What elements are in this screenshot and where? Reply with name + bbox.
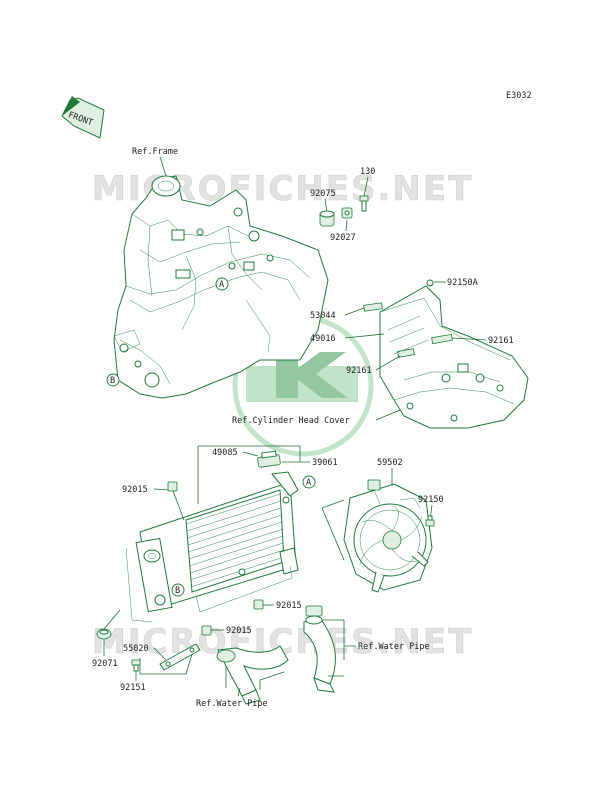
callout-b-frame: B (106, 373, 120, 387)
part-92015-a-label: 92015 (122, 485, 148, 495)
front-arrow-icon: FRONT (61, 96, 105, 139)
part-92027-label: 92027 (330, 233, 356, 243)
bushing-92075-icon (319, 210, 335, 227)
bolt-92151-icon (131, 659, 141, 672)
part-92151-label: 92151 (120, 683, 146, 693)
bolt-130-icon (359, 195, 369, 212)
svg-text:B: B (110, 376, 115, 386)
bolt-92150-icon (425, 515, 435, 527)
ref-cylinder-head-cover-label: Ref.Cylinder Head Cover (232, 416, 350, 426)
callout-a-frame: A (215, 277, 229, 291)
svg-text:B: B (175, 586, 180, 596)
svg-text:A: A (306, 478, 311, 488)
part-92075-label: 92075 (310, 189, 336, 199)
cylinder-head-cover-illustration (363, 279, 529, 429)
part-92071-label: 92071 (92, 659, 118, 669)
grommet-92015-c-icon (201, 625, 212, 636)
callout-a-radiator: A (302, 475, 316, 489)
grommet-92015-b-icon (253, 599, 264, 610)
part-92015-b-label: 92015 (276, 601, 302, 611)
part-49016-label: 49016 (310, 334, 336, 344)
ref-frame-label: Ref.Frame (132, 147, 178, 157)
callout-b-radiator: B (171, 583, 185, 597)
lower-water-hose-illustration (216, 645, 289, 705)
hose-clamp-upper-icon (305, 605, 323, 617)
ref-water-pipe-right-label: Ref.Water Pipe (358, 642, 430, 652)
ref-water-pipe-bottom-label: Ref.Water Pipe (196, 699, 268, 709)
fan-connector-icon (367, 479, 381, 491)
grommet-92015-a-icon (167, 481, 178, 492)
cooling-fan-illustration (343, 479, 433, 593)
part-130-label: 130 (360, 167, 375, 177)
part-59502-label: 59502 (377, 458, 403, 468)
hose-clamp-lower-icon (216, 649, 236, 663)
part-92161-a-label: 92161 (488, 336, 514, 346)
part-92015-c-label: 92015 (226, 626, 252, 636)
part-39061-label: 39061 (312, 458, 338, 468)
part-92150A-label: 92150A (447, 278, 478, 288)
radiator-core-fins (185, 493, 285, 588)
svg-text:A: A (219, 280, 224, 290)
part-49085-label: 49085 (212, 448, 238, 458)
part-53044-label: 53044 (310, 311, 336, 321)
bushing-92071-icon (96, 628, 112, 640)
radiator-illustration (125, 471, 299, 623)
watermark-bottom: MICROFICHES.NET (92, 622, 473, 662)
part-55020-label: 55020 (123, 644, 149, 654)
radiator-cap-49085-icon (257, 450, 281, 468)
upper-water-hose-illustration (303, 605, 336, 693)
diagram-code: E3032 (506, 91, 532, 101)
part-92150-label: 92150 (418, 495, 444, 505)
bracket-55020-icon (159, 643, 201, 671)
collar-92027-icon (341, 207, 353, 219)
part-92161-b-label: 92161 (346, 366, 372, 376)
